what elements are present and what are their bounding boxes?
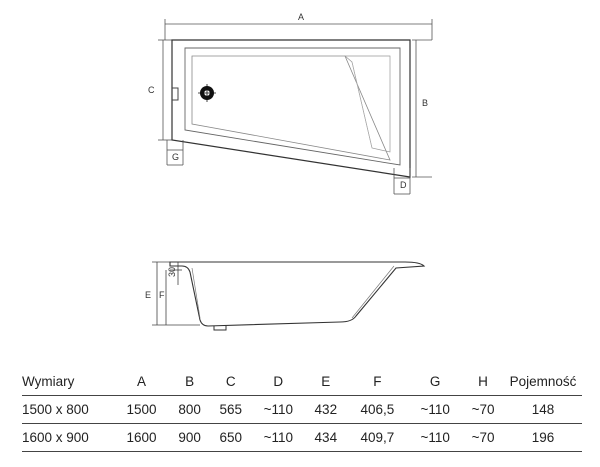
table-header-row: Wymiary A B C D E F G H Pojemność — [22, 368, 582, 396]
cell-g: ~110 — [420, 430, 450, 445]
cell-c: 650 — [219, 430, 243, 445]
label-b: B — [422, 98, 428, 108]
cell-wymiary: 1600 x 900 — [22, 430, 89, 445]
cell-d: ~110 — [263, 402, 293, 417]
cell-g: ~110 — [420, 402, 450, 417]
header-b: B — [185, 374, 195, 389]
dimensions-table: Wymiary A B C D E F G H Pojemność 1500 x… — [22, 368, 582, 452]
label-e: E — [145, 290, 151, 300]
cell-pojemnosc: 196 — [531, 430, 555, 445]
header-e: E — [321, 374, 331, 389]
header-d: D — [273, 374, 284, 389]
cell-c: 565 — [219, 402, 243, 417]
label-f: F — [159, 290, 165, 300]
cell-a: 1600 — [126, 430, 157, 445]
tub-profile — [169, 261, 426, 327]
cell-f: 409,7 — [360, 430, 395, 445]
cell-b: 900 — [178, 430, 201, 445]
cell-h: ~70 — [471, 402, 495, 417]
header-c: C — [225, 374, 236, 389]
label-a: A — [298, 12, 304, 22]
header-a: A — [136, 374, 146, 389]
cell-f: 406,5 — [360, 402, 395, 417]
technical-drawing: A B C D G E F 30 — [145, 12, 433, 331]
tub-inner-basin — [184, 47, 401, 166]
label-c: C — [148, 85, 155, 95]
header-g: G — [429, 374, 441, 389]
label-g: G — [172, 152, 179, 162]
label-h: 30 — [167, 267, 177, 277]
top-view — [158, 19, 433, 195]
cell-a: 1500 — [126, 402, 157, 417]
cell-h: ~70 — [471, 430, 495, 445]
tub-outer-rim — [171, 39, 411, 178]
header-pojemnosc: Pojemność — [509, 374, 577, 389]
cell-pojemnosc: 148 — [531, 402, 555, 417]
cell-e: 432 — [314, 402, 338, 417]
label-d: D — [400, 180, 407, 190]
header-wymiary: Wymiary — [22, 374, 75, 389]
cell-e: 434 — [314, 430, 338, 445]
header-f: F — [373, 374, 382, 389]
side-view — [152, 261, 426, 331]
table-row: 1500 x 800 1500 800 565 ~110 432 406,5 ~… — [22, 396, 582, 424]
header-h: H — [478, 374, 488, 389]
cell-b: 800 — [178, 402, 201, 417]
drain-icon — [198, 84, 216, 102]
table-row: 1600 x 900 1600 900 650 ~110 434 409,7 ~… — [22, 424, 582, 452]
cell-d: ~110 — [263, 430, 293, 445]
cell-wymiary: 1500 x 800 — [22, 402, 89, 417]
